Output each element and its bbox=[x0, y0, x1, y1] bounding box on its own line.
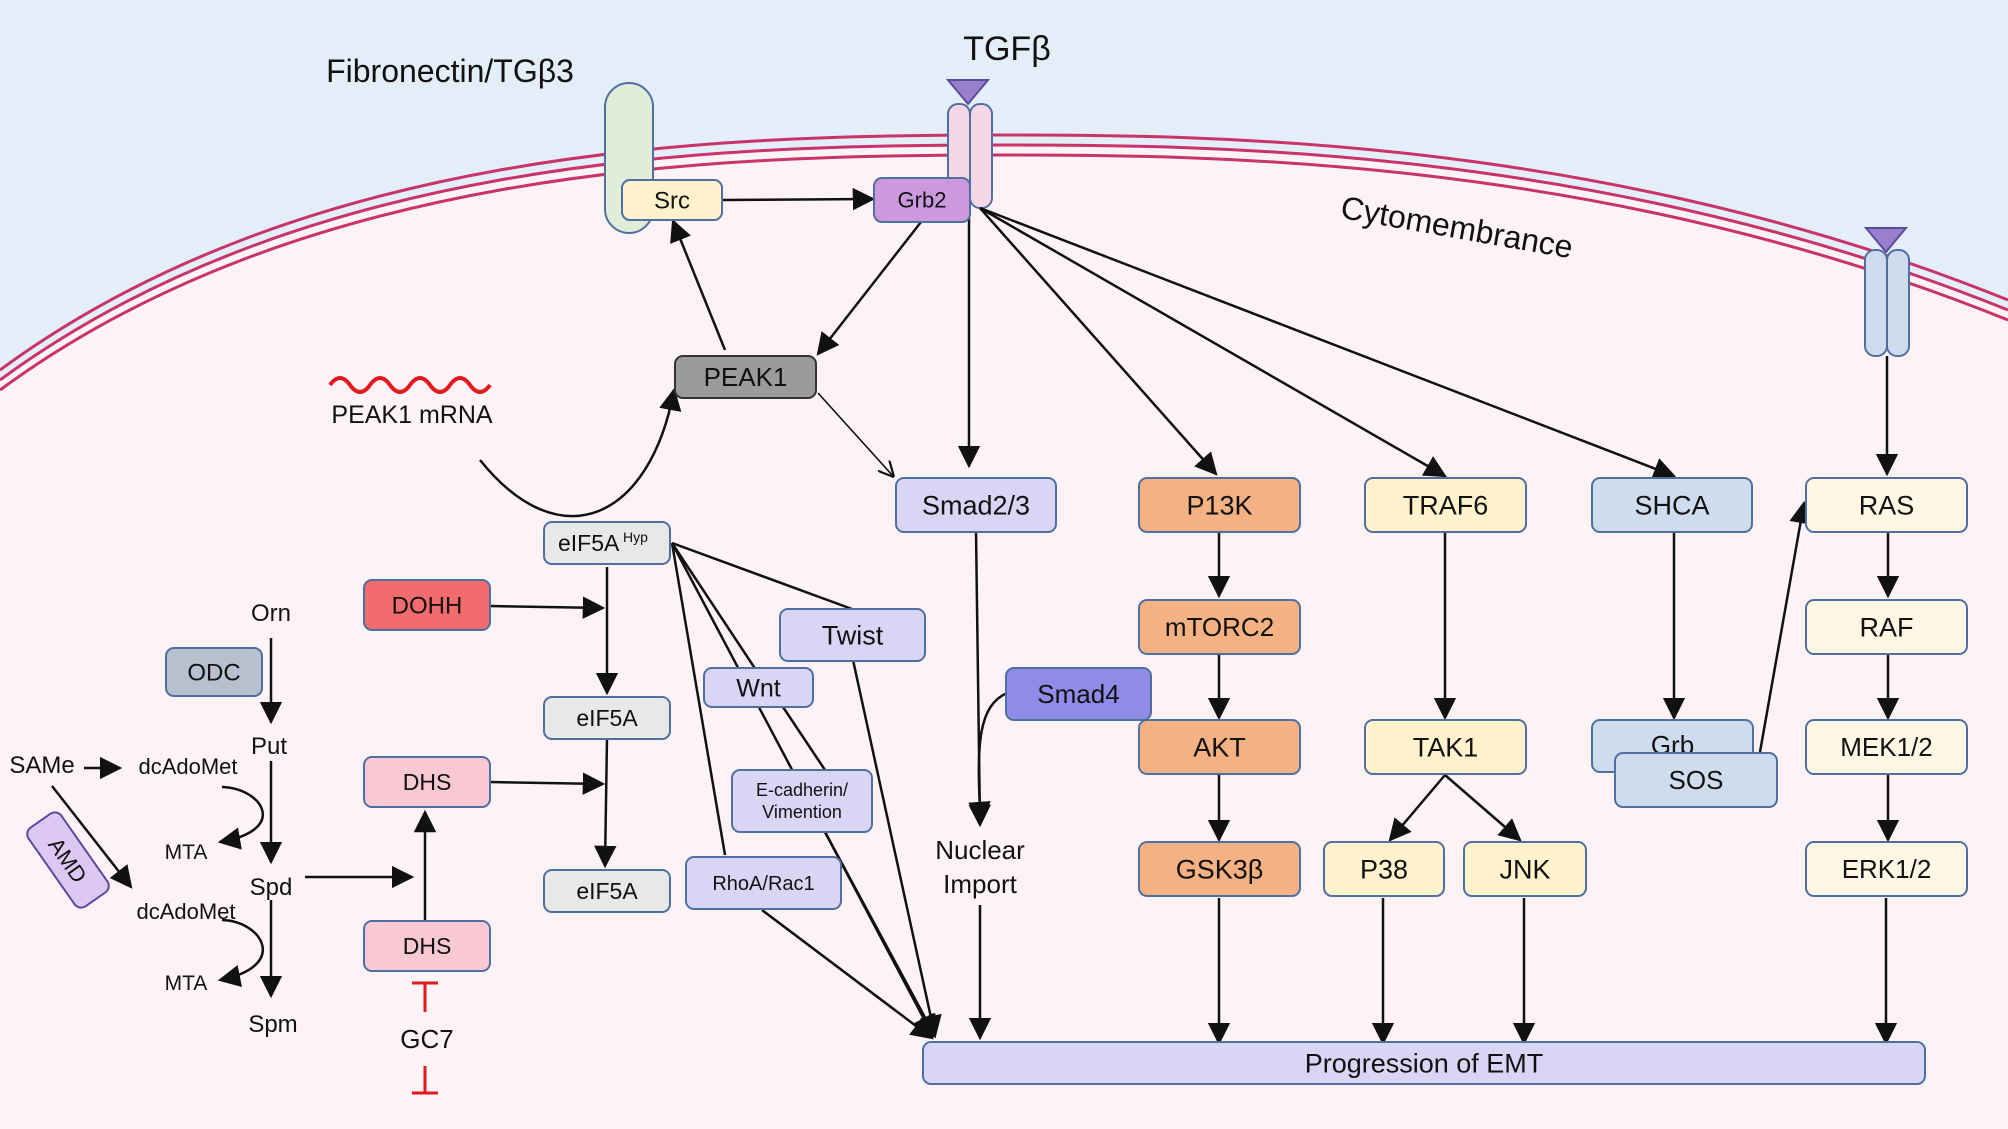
node-traf6: TRAF6 bbox=[1364, 477, 1527, 533]
node-label: MEK1/2 bbox=[1840, 732, 1933, 762]
node-gsk3b: GSK3β bbox=[1138, 841, 1301, 897]
node-raf: RAF bbox=[1805, 599, 1968, 655]
node-jnk: JNK bbox=[1463, 841, 1587, 897]
node-src: Src bbox=[621, 179, 723, 221]
node-label: JNK bbox=[1499, 854, 1550, 884]
nuclear-label: Nuclear bbox=[935, 835, 1025, 865]
node-p38: P38 bbox=[1323, 841, 1445, 897]
import-label: Import bbox=[943, 869, 1017, 899]
node-eif5a-bot: eIF5A bbox=[543, 869, 671, 913]
node-label: Twist bbox=[822, 620, 884, 650]
node-label: DHS bbox=[403, 769, 452, 795]
node-label: ODC bbox=[187, 659, 240, 686]
metabolite-put: Put bbox=[251, 733, 287, 760]
node-eif5a-mid: eIF5A bbox=[543, 696, 671, 740]
metabolite-spm: Spm bbox=[248, 1011, 297, 1038]
pathway-edges bbox=[51, 187, 1900, 1046]
node-dhs-top: DHS bbox=[363, 756, 491, 808]
node-dhs-bot: DHS bbox=[363, 920, 491, 972]
node-label: mTORC2 bbox=[1165, 612, 1274, 642]
node-label: Wnt bbox=[736, 674, 781, 702]
node-label: Src bbox=[654, 187, 690, 214]
node-label: eIF5A bbox=[558, 530, 620, 556]
inhibition-bars bbox=[412, 981, 438, 1095]
node-wnt: Wnt bbox=[703, 667, 814, 708]
node-mtorc2: mTORC2 bbox=[1138, 599, 1301, 655]
node-label: TRAF6 bbox=[1403, 490, 1489, 520]
node-label: SOS bbox=[1669, 765, 1724, 795]
peak1-mrna-squiggle bbox=[328, 376, 492, 394]
metabolite-spd: Spd bbox=[250, 874, 293, 901]
node-label: SHCA bbox=[1634, 490, 1709, 520]
node-tak1: TAK1 bbox=[1364, 719, 1527, 775]
gc7-label: GC7 bbox=[400, 1024, 453, 1054]
node-label: E-cadherin/ bbox=[756, 780, 848, 800]
node-label: Progression of EMT bbox=[1305, 1048, 1544, 1078]
node-p13k: P13K bbox=[1138, 477, 1301, 533]
cell-membrane bbox=[0, 133, 2008, 392]
node-smad23: Smad2/3 bbox=[895, 477, 1057, 533]
polyamine-metabolites: Orn Put SAMe dcAdoMet MTA Spd dcAdoMet M… bbox=[9, 600, 297, 1038]
node-label: P13K bbox=[1186, 490, 1252, 520]
node-label: Vimention bbox=[762, 802, 842, 822]
metabolite-orn: Orn bbox=[251, 600, 291, 627]
node-ecadherin-vimention: E-cadherin/Vimention bbox=[731, 769, 873, 833]
node-amd: AMD bbox=[26, 811, 110, 909]
metabolite-same: SAMe bbox=[9, 752, 74, 779]
node-label: RAS bbox=[1859, 490, 1915, 520]
node-label: P38 bbox=[1360, 854, 1408, 884]
metabolite-mta-2: MTA bbox=[165, 972, 208, 995]
node-dohh: DOHH bbox=[363, 579, 491, 631]
node-label: Smad2/3 bbox=[922, 490, 1030, 520]
node-emt: Progression of EMT bbox=[922, 1041, 1926, 1085]
node-smad4: Smad4 bbox=[1005, 667, 1152, 721]
node-grb2: Grb2 bbox=[873, 177, 971, 223]
node-label: eIF5A bbox=[576, 705, 638, 731]
fibronectin-label: Fibronectin/TGβ3 bbox=[326, 53, 574, 89]
node-mek12: MEK1/2 bbox=[1805, 719, 1968, 775]
node-label: RAF bbox=[1860, 612, 1914, 642]
tgfb-label: TGFβ bbox=[963, 30, 1051, 68]
peak1-mrna-label: PEAK1 mRNA bbox=[331, 401, 492, 429]
node-label: Smad4 bbox=[1037, 679, 1119, 709]
node-label: TAK1 bbox=[1413, 732, 1479, 762]
node-label: eIF5A bbox=[576, 878, 638, 904]
node-sos: SOS bbox=[1614, 752, 1778, 808]
node-akt: AKT bbox=[1138, 719, 1301, 775]
node-label: AKT bbox=[1193, 732, 1246, 762]
node-rhoa: RhoA/Rac1 bbox=[685, 856, 842, 910]
node-twist: Twist bbox=[779, 608, 926, 662]
node-label: GSK3β bbox=[1176, 854, 1264, 884]
node-shca: SHCA bbox=[1591, 477, 1753, 533]
node-erk12: ERK1/2 bbox=[1805, 841, 1968, 897]
metabolite-dcadomet-1: dcAdoMet bbox=[138, 754, 237, 779]
metabolite-dcadomet-2: dcAdoMet bbox=[136, 899, 235, 924]
node-odc: ODC bbox=[165, 647, 263, 697]
node-label: DHS bbox=[403, 933, 452, 959]
node-label: Grb2 bbox=[898, 188, 947, 213]
node-label-superscript: Hyp bbox=[623, 529, 648, 545]
extracellular-region bbox=[0, 0, 2008, 380]
rtk-receptor bbox=[1863, 227, 1910, 357]
node-label: PEAK1 bbox=[704, 362, 788, 392]
node-peak1: PEAK1 bbox=[674, 355, 817, 399]
node-label: DOHH bbox=[392, 592, 463, 619]
node-label: ERK1/2 bbox=[1842, 854, 1932, 884]
node-label: RhoA/Rac1 bbox=[712, 873, 814, 895]
node-ras: RAS bbox=[1805, 477, 1968, 533]
metabolite-mta-1: MTA bbox=[165, 841, 208, 864]
